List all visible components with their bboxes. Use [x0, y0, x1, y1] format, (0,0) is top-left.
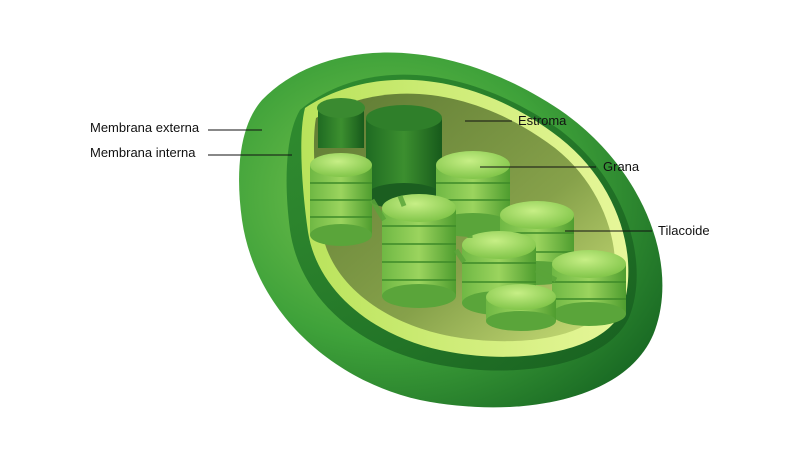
granum-center — [382, 194, 456, 308]
label-grana: Grana — [480, 159, 640, 174]
label-outer-membrane-text: Membrana externa — [90, 120, 200, 135]
label-inner-membrane: Membrana interna — [90, 145, 292, 160]
granum-far-right — [552, 250, 626, 326]
label-stroma: Estroma — [465, 113, 567, 128]
grana-stacks — [310, 98, 626, 331]
stroma-lamellae — [369, 195, 558, 283]
granum-back-dark — [366, 105, 442, 209]
label-outer-membrane: Membrana externa — [90, 120, 262, 135]
label-stroma-text: Estroma — [518, 113, 567, 128]
label-thylakoid: Tilacoide — [565, 223, 710, 238]
granum-left — [310, 153, 372, 246]
label-inner-membrane-text: Membrana interna — [90, 145, 196, 160]
granum-front-bottom — [486, 284, 556, 331]
label-grana-text: Grana — [603, 159, 640, 174]
label-thylakoid-text: Tilacoide — [658, 223, 710, 238]
granum-back-left — [317, 98, 365, 148]
